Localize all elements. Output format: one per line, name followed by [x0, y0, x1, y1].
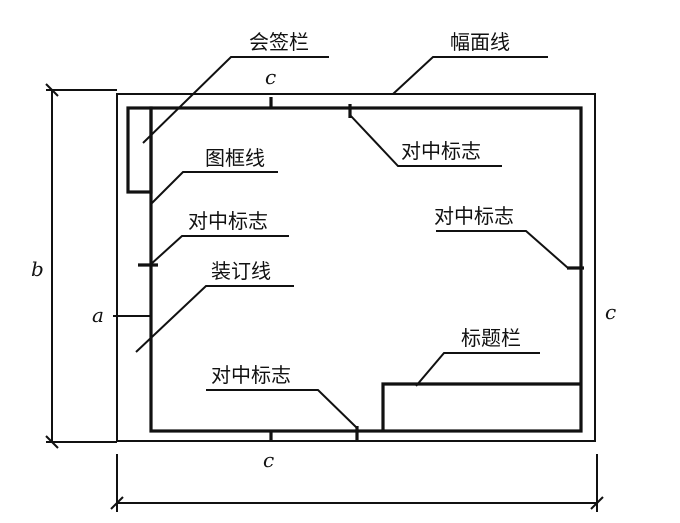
dim-width-tick-right: [590, 496, 604, 510]
dim-label-c-right: c: [605, 300, 616, 324]
label-frame-line: 图框线: [205, 146, 265, 170]
title-block-lines: [381, 382, 581, 431]
label-title-block: 标题栏: [461, 326, 521, 350]
label-sheet-edge-line: 幅面线: [450, 30, 510, 54]
label-centering-mark-right: 对中标志: [434, 204, 514, 228]
dim-b-tick-top: [45, 83, 59, 97]
dim-label-b: b: [31, 257, 44, 281]
sheet-edge-rect: [116, 93, 596, 442]
leader-sheet-edge: [392, 56, 548, 95]
dim-label-c-top: c: [265, 65, 276, 89]
label-centering-mark-top: 对中标志: [401, 139, 481, 163]
leader-title-block: [415, 352, 540, 387]
leader-centering-bottom: [206, 389, 358, 429]
leader-centering-top: [349, 114, 502, 167]
leader-binding-line: [135, 285, 294, 353]
leader-centering-left: [149, 235, 289, 266]
label-centering-mark-left: 对中标志: [188, 209, 268, 233]
dim-b-tick-bottom: [45, 435, 59, 449]
dim-width-tick-left: [110, 496, 124, 510]
dim-label-c-bottom: c: [263, 448, 274, 472]
leader-centering-right: [436, 230, 569, 269]
leader-countersign-bar: [142, 56, 329, 144]
label-binding-line: 装订线: [211, 259, 271, 283]
label-centering-mark-bottom: 对中标志: [211, 363, 291, 387]
label-countersign-bar: 会签栏: [249, 30, 309, 54]
countersign-bar-rect: [126, 106, 153, 194]
leader-frame-line: [150, 171, 278, 205]
dim-label-a: a: [92, 303, 104, 327]
